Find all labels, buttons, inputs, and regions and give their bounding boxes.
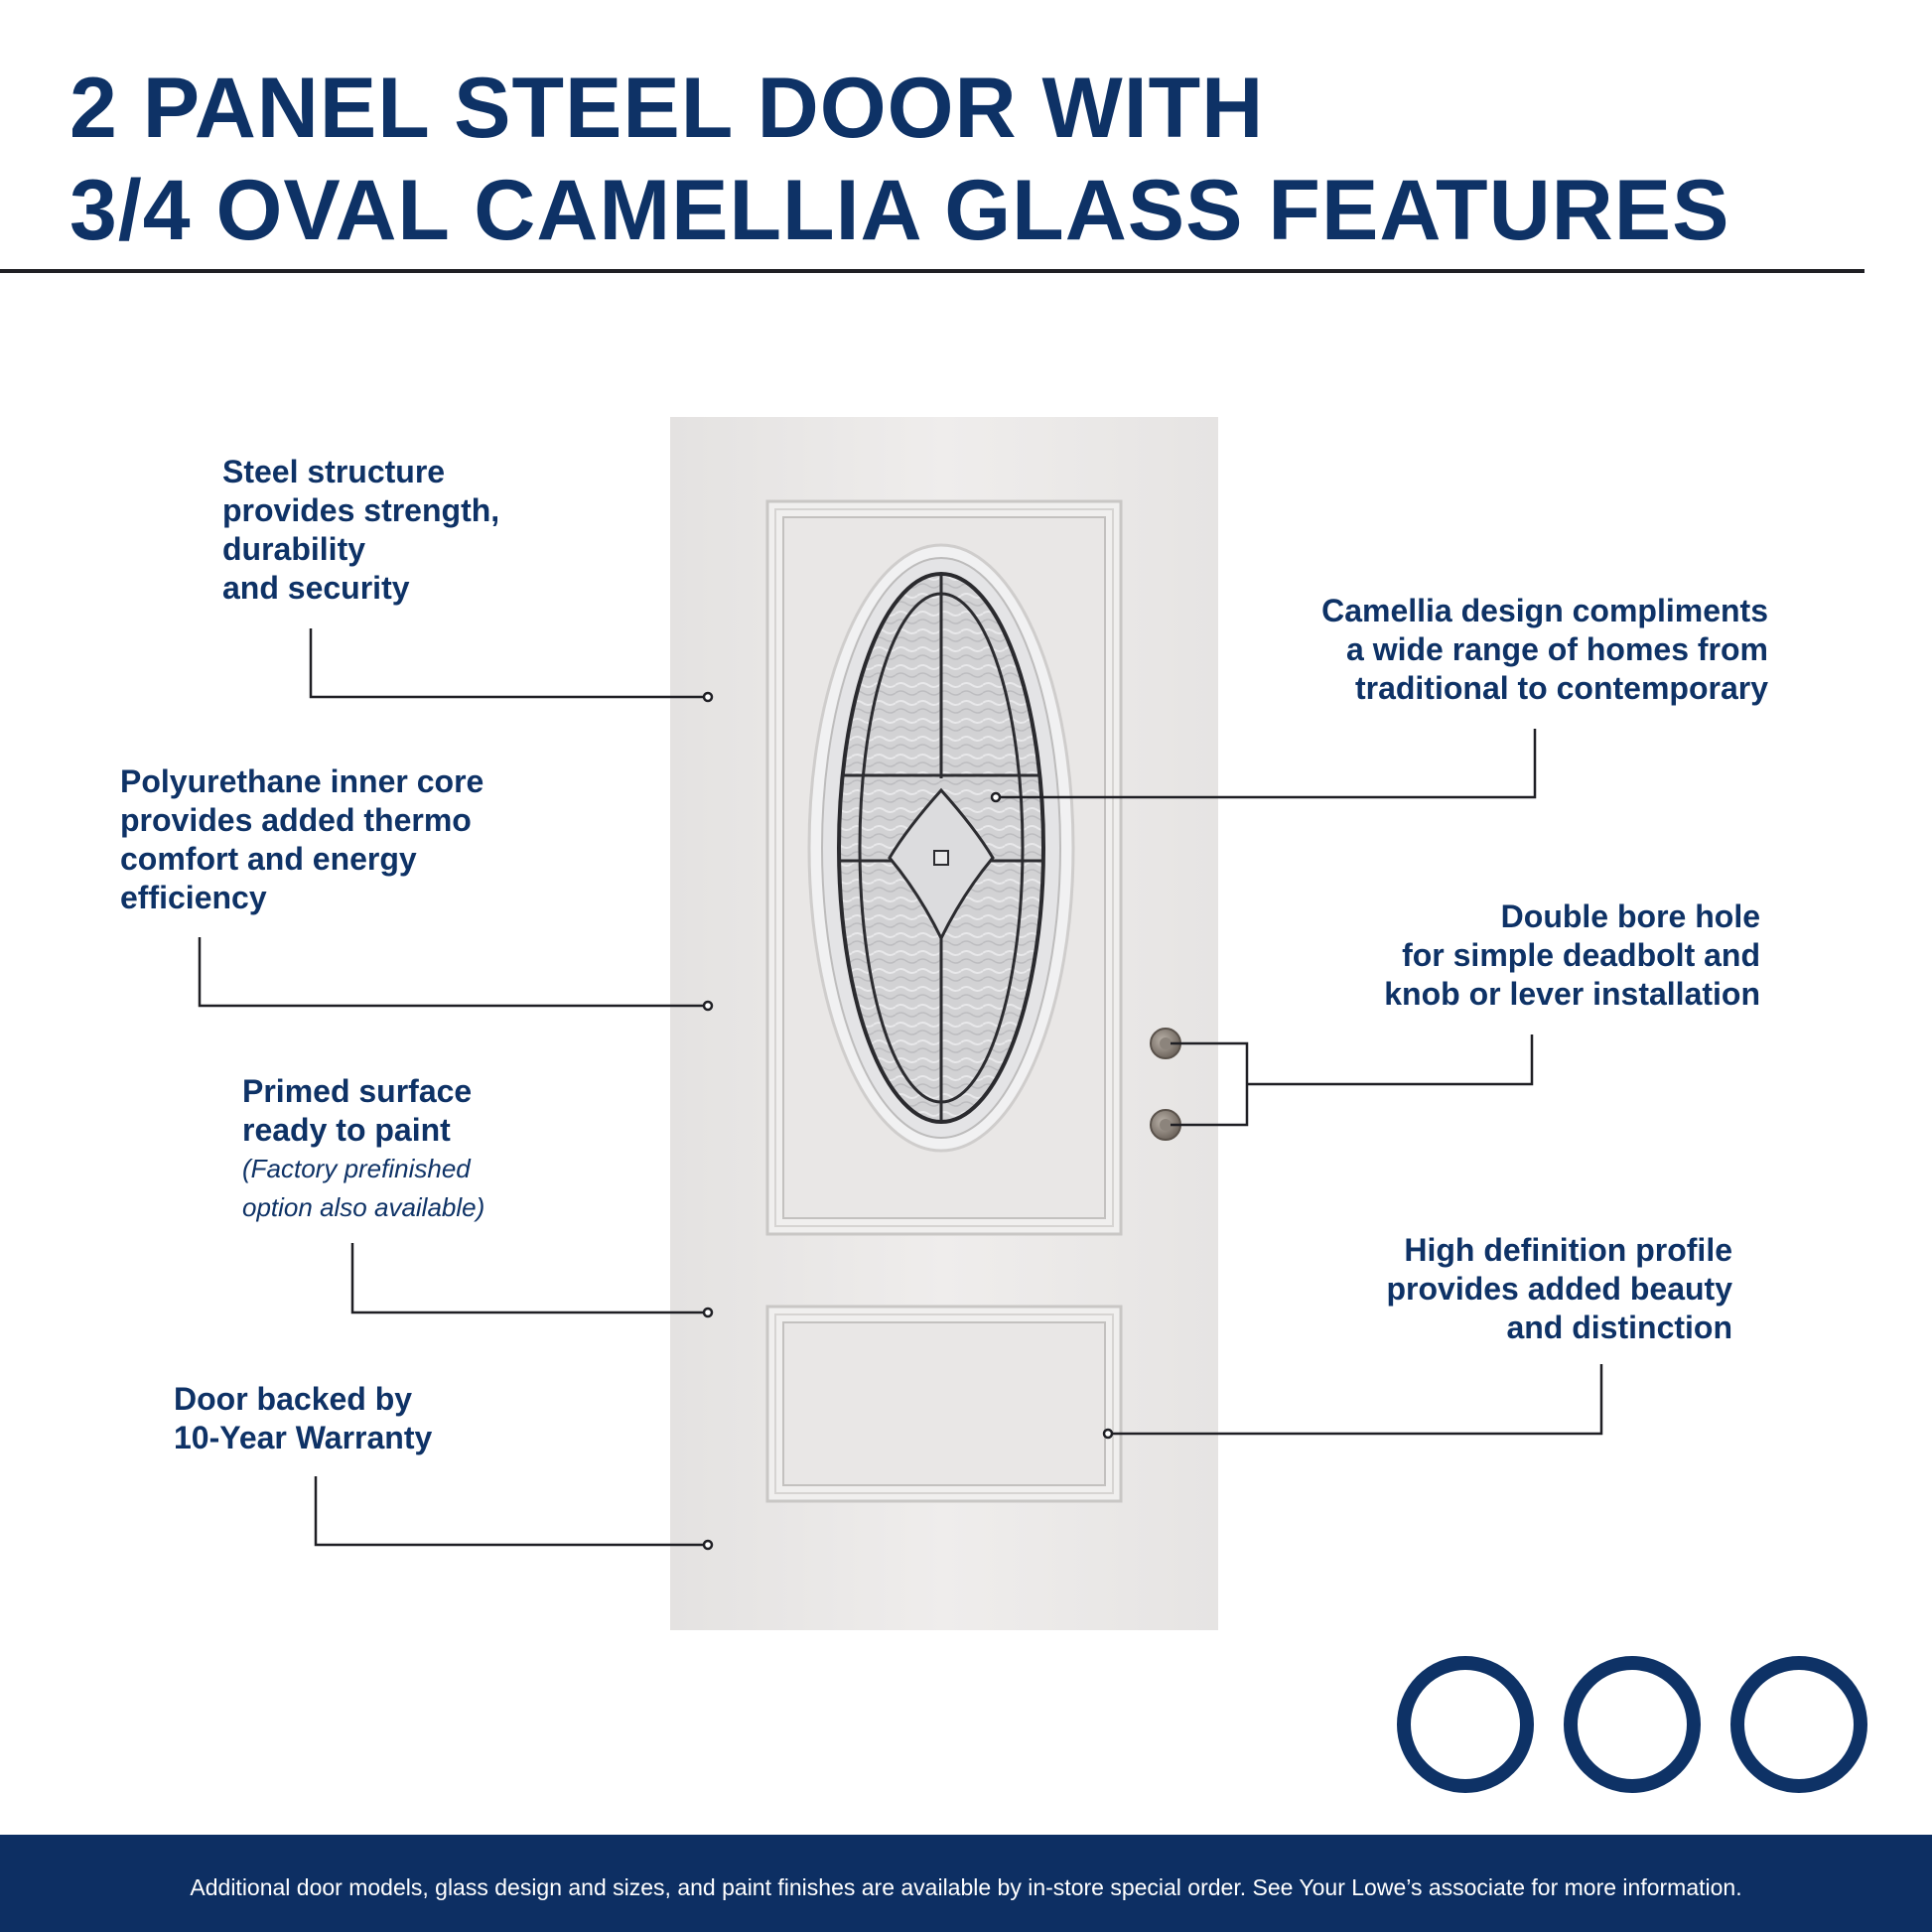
callout-line: a wide range of homes from	[1346, 631, 1768, 667]
callout-line: traditional to contemporary	[1354, 670, 1768, 706]
leader-bore-bracket	[1171, 1041, 1249, 1127]
callout-line: efficiency	[120, 880, 267, 915]
title-line-1: 2 PANEL STEEL DOOR WITH	[69, 61, 1265, 156]
title-line-2: 3/4 OVAL CAMELLIA GLASS FEATURES	[69, 163, 1730, 258]
callout-line: provides strength,	[222, 492, 500, 528]
callout-note: (Factory prefinished	[242, 1154, 471, 1183]
page-title: 2 PANEL STEEL DOOR WITH 3/4 OVAL CAMELLI…	[69, 58, 1730, 262]
leader-profile	[1108, 1364, 1603, 1436]
callout-line: comfort and energy	[120, 841, 417, 877]
callout-steel-structure: Steel structure provides strength, durab…	[222, 453, 499, 608]
callout-line: and security	[222, 570, 410, 606]
callout-line: Camellia design compliments	[1321, 593, 1768, 628]
callout-note: option also available)	[242, 1192, 485, 1222]
deadbolt-bore-icon	[1150, 1028, 1181, 1059]
leader-core	[198, 937, 708, 1008]
leader-primed	[350, 1243, 708, 1314]
callout-line: Primed surface	[242, 1073, 473, 1109]
oval-camellia-glass	[807, 543, 1075, 1153]
leader-warranty	[314, 1476, 708, 1547]
callout-line: and distinction	[1506, 1310, 1732, 1345]
callout-line: High definition profile	[1404, 1232, 1732, 1268]
leader-dot-profile	[1102, 1428, 1114, 1440]
leader-dot-core	[702, 1000, 714, 1012]
leader-dot-steel	[702, 691, 714, 703]
leader-camellia	[996, 729, 1537, 799]
lower-panel	[765, 1305, 1123, 1503]
leader-dot-primed	[702, 1307, 714, 1318]
leader-dot-camellia	[990, 791, 1002, 803]
callout-line: provides added thermo	[120, 802, 472, 838]
leader-steel	[309, 628, 708, 699]
callout-line: Double bore hole	[1500, 898, 1760, 934]
callout-line: for simple deadbolt and	[1402, 937, 1760, 973]
callout-line: Steel structure	[222, 454, 446, 489]
callout-camellia-design: Camellia design compliments a wide range…	[1321, 592, 1768, 708]
callout-line: knob or lever installation	[1384, 976, 1760, 1012]
leader-dot-warranty	[702, 1539, 714, 1551]
callout-high-definition-profile: High definition profile provides added b…	[1386, 1231, 1732, 1347]
leader-bore	[1247, 1035, 1534, 1086]
callout-warranty: Door backed by 10-Year Warranty	[174, 1380, 432, 1457]
callout-line: provides added beauty	[1386, 1271, 1732, 1307]
logo-circle-icon	[1397, 1656, 1534, 1793]
footer-bar: Additional door models, glass design and…	[0, 1835, 1932, 1932]
callout-line: Door backed by	[174, 1381, 413, 1417]
callout-line: durability	[222, 531, 366, 567]
callout-line: 10-Year Warranty	[174, 1420, 433, 1455]
footer-disclaimer: Additional door models, glass design and…	[190, 1874, 1742, 1900]
callout-line: Polyurethane inner core	[120, 763, 484, 799]
callout-double-bore: Double bore hole for simple deadbolt and…	[1384, 897, 1760, 1014]
callout-polyurethane-core: Polyurethane inner core provides added t…	[120, 762, 483, 917]
title-divider	[0, 269, 1864, 273]
callout-primed-surface: Primed surface ready to paint (Factory p…	[242, 1072, 484, 1227]
callout-line: ready to paint	[242, 1112, 451, 1148]
logo-circle-icon	[1564, 1656, 1701, 1793]
logo-circle-icon	[1730, 1656, 1867, 1793]
